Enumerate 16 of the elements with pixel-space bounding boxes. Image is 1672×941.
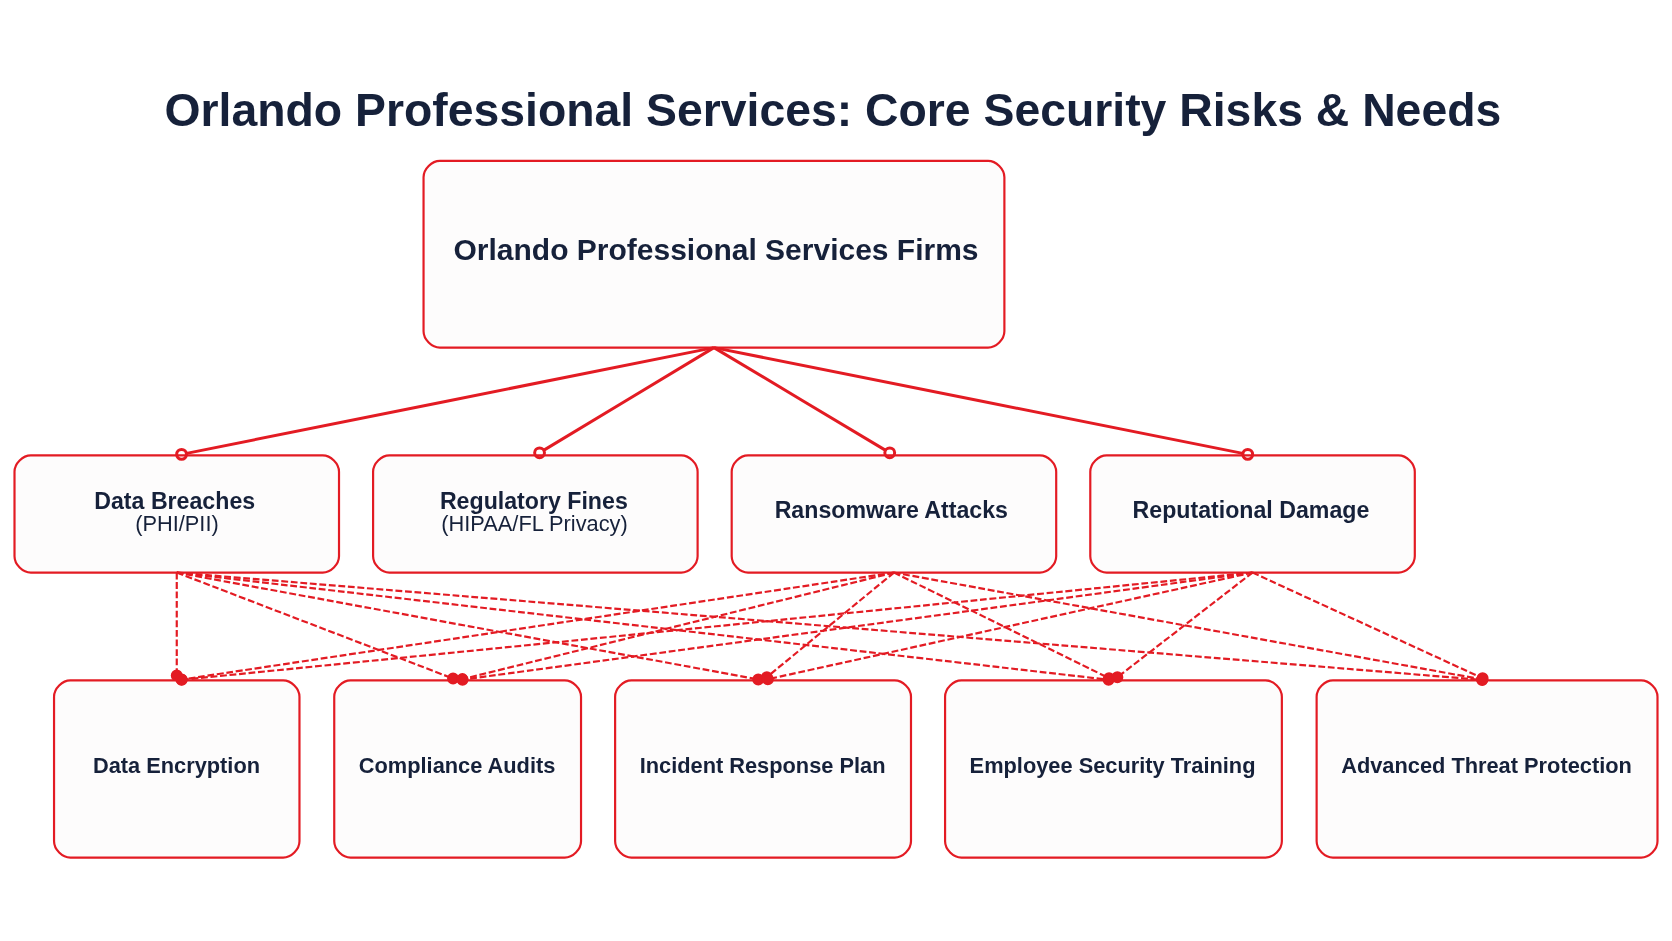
connector — [175, 345, 715, 461]
node-box: Reputational Damage — [1089, 453, 1416, 574]
node-box: Advanced Threat Protection — [1315, 678, 1659, 859]
diagram-title: Orlando Professional Services: Core Security Risks & Needs — [164, 83, 1502, 136]
connector — [713, 345, 897, 459]
node-box: Orlando Professional Services Firms — [422, 159, 1006, 349]
connector — [713, 345, 1255, 461]
node-box: Data Encryption — [52, 678, 301, 859]
node-box: Compliance Audits — [333, 678, 583, 859]
node-box: Ransomware Attacks — [730, 453, 1058, 574]
node-box: Regulatory Fines (HIPAA/FL Privacy) — [372, 453, 699, 574]
node-box: Data Breaches (PHI/PII) — [13, 453, 341, 574]
connector — [533, 345, 715, 459]
connector — [1111, 571, 1254, 683]
node-box: Employee Security Training — [944, 678, 1283, 859]
node-box: Incident Response Plan — [614, 678, 913, 859]
